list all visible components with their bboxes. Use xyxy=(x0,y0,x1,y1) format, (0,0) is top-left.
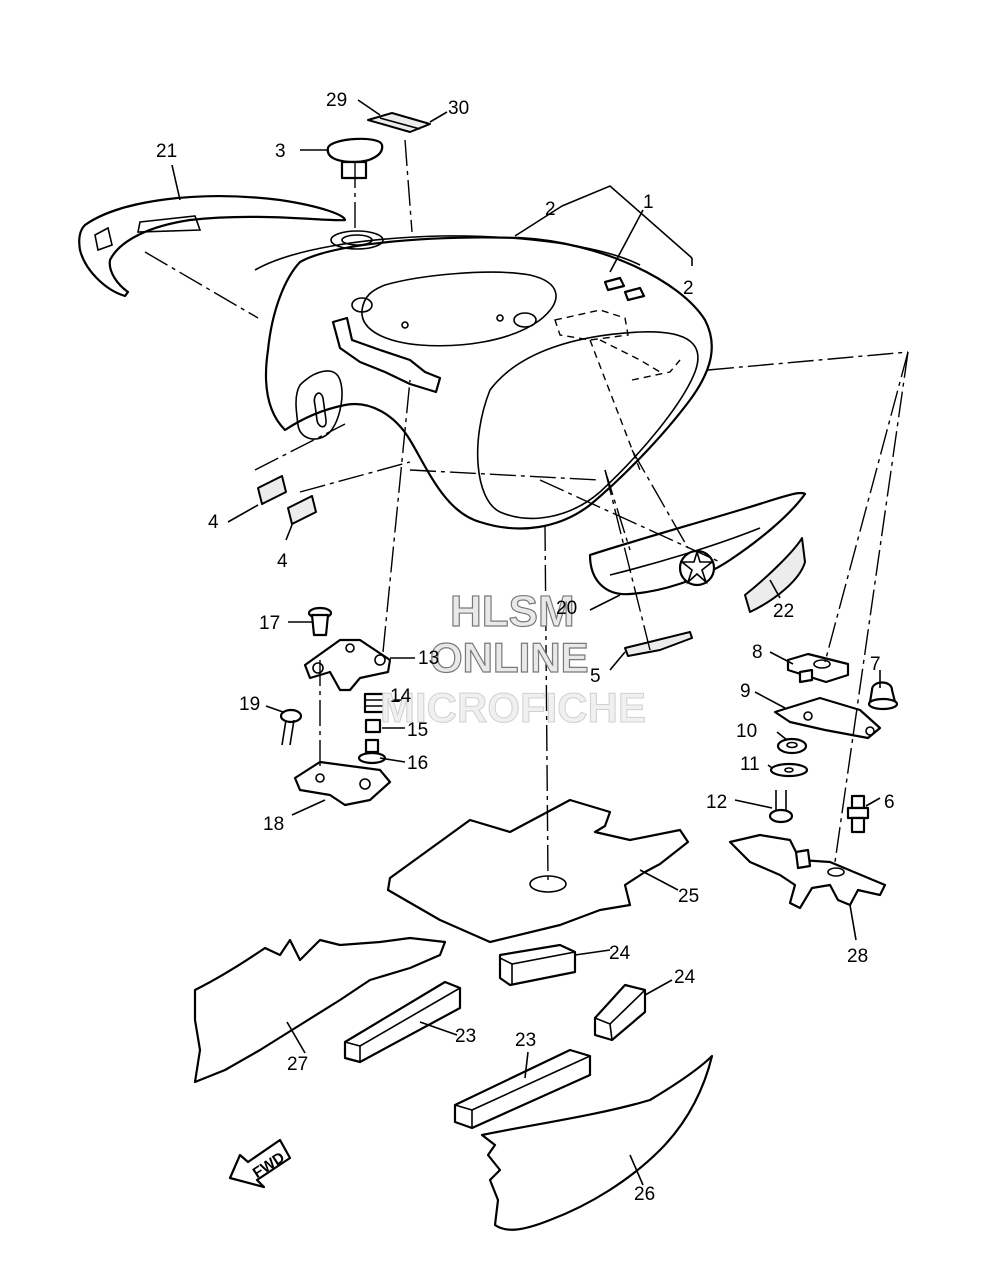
part-15-collar[interactable] xyxy=(364,718,382,734)
part-11-washer[interactable] xyxy=(769,762,809,778)
part-18-bracket[interactable] xyxy=(293,760,392,807)
watermark: HLSM ONLINE MICROFICHE xyxy=(380,586,647,731)
callout-2[interactable]: 2 xyxy=(545,199,556,220)
forward-arrow-icon: FWD xyxy=(228,1138,292,1189)
callout-7[interactable]: 7 xyxy=(870,654,881,675)
part-12-bolt[interactable] xyxy=(768,790,794,824)
watermark-line-2: ONLINE xyxy=(430,634,589,681)
part-20-side-badge[interactable] xyxy=(588,491,807,596)
callout-17[interactable]: 17 xyxy=(259,613,280,634)
callout-12[interactable]: 12 xyxy=(706,792,727,813)
callout-19[interactable]: 19 xyxy=(239,694,260,715)
callout-5[interactable]: 5 xyxy=(590,666,601,687)
part-24-pads[interactable] xyxy=(498,943,647,1042)
part-27-cover[interactable] xyxy=(193,936,447,1084)
fuel-tank[interactable] xyxy=(254,230,713,530)
part-22-strip[interactable] xyxy=(744,537,806,613)
part-25-mat[interactable] xyxy=(386,798,690,944)
part-21-trim[interactable] xyxy=(78,195,347,298)
callout-15[interactable]: 15 xyxy=(407,720,428,741)
callout-4[interactable]: 4 xyxy=(277,551,288,572)
callout-24[interactable]: 24 xyxy=(674,967,696,988)
callout-3[interactable]: 3 xyxy=(275,141,286,162)
part-23-pads[interactable] xyxy=(343,980,592,1130)
callout-25[interactable]: 25 xyxy=(678,886,699,907)
callout-numbers: 1 2 2 3 4 4 5 6 7 8 9 10 11 12 13 14 15 … xyxy=(156,90,895,1205)
part-10-washer[interactable] xyxy=(776,737,808,755)
callout-29[interactable]: 29 xyxy=(326,90,347,111)
part-29-30-labels[interactable] xyxy=(367,112,431,133)
part-4-pads[interactable] xyxy=(257,475,317,525)
assembly-lines xyxy=(144,139,909,881)
callout-2[interactable]: 2 xyxy=(683,278,694,299)
callout-10[interactable]: 10 xyxy=(736,721,757,742)
part-16-bolt[interactable] xyxy=(357,738,387,765)
leader-lines xyxy=(171,99,881,1186)
callout-26[interactable]: 26 xyxy=(634,1184,655,1205)
callout-6[interactable]: 6 xyxy=(884,792,895,813)
callout-13[interactable]: 13 xyxy=(418,648,439,669)
callout-8[interactable]: 8 xyxy=(752,642,763,663)
callout-28[interactable]: 28 xyxy=(847,946,868,967)
part-13-bracket[interactable] xyxy=(303,638,392,692)
part-5-label[interactable] xyxy=(624,631,693,657)
callout-22[interactable]: 22 xyxy=(773,601,794,622)
part-6-stud[interactable] xyxy=(846,794,870,834)
callout-14[interactable]: 14 xyxy=(390,686,412,707)
callout-20[interactable]: 20 xyxy=(556,598,577,619)
part-19-screw[interactable] xyxy=(279,708,303,746)
callout-30[interactable]: 30 xyxy=(448,98,469,119)
callout-16[interactable]: 16 xyxy=(407,753,428,774)
callout-11[interactable]: 11 xyxy=(740,754,760,775)
callout-21[interactable]: 21 xyxy=(156,141,177,162)
watermark-line-3: MICROFICHE xyxy=(380,684,646,731)
part-7-nut[interactable] xyxy=(867,681,899,711)
callout-4[interactable]: 4 xyxy=(208,512,219,533)
callout-9[interactable]: 9 xyxy=(740,681,751,702)
callout-1[interactable]: 1 xyxy=(643,192,654,213)
part-26-cover[interactable] xyxy=(480,1054,714,1231)
part-8-clamp[interactable] xyxy=(786,652,850,684)
part-14-damper[interactable] xyxy=(363,692,386,714)
callout-24[interactable]: 24 xyxy=(609,943,631,964)
part-3-fuel-cap[interactable] xyxy=(326,137,384,180)
watermark-line-1: HLSM xyxy=(450,587,575,636)
part-17-bolt[interactable] xyxy=(307,606,333,637)
callout-27[interactable]: 27 xyxy=(287,1054,308,1075)
part-9-bracket[interactable] xyxy=(773,696,882,740)
callout-23[interactable]: 23 xyxy=(455,1026,476,1047)
part-28-bracket[interactable] xyxy=(728,833,887,910)
callout-18[interactable]: 18 xyxy=(263,814,284,835)
callout-23[interactable]: 23 xyxy=(515,1030,536,1051)
